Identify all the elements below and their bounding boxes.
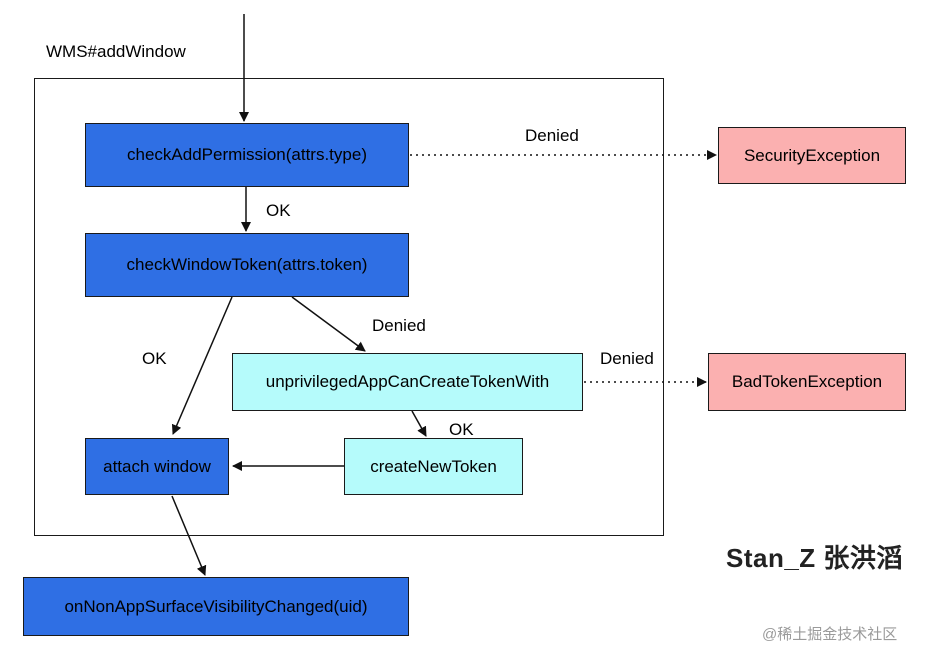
edge-token-ok <box>171 296 233 435</box>
label-unprivileged-ok: OK <box>449 420 474 439</box>
node-on-non-app-surface-visibility-changed: onNonAppSurfaceVisibilityChanged(uid) <box>23 577 409 636</box>
site-watermark: @稀土掘金技术社区 <box>762 626 898 643</box>
node-bad-token-exception: BadTokenException <box>708 353 906 411</box>
node-check-window-token: checkWindowToken(attrs.token) <box>85 233 409 297</box>
label-permission-ok: OK <box>266 201 291 220</box>
edge-attach-to-visibility <box>171 495 207 576</box>
node-security-exception: SecurityException <box>718 127 906 184</box>
node-unprivileged-app-can-create-token: unprivilegedAppCanCreateTokenWith <box>232 353 583 411</box>
edge-token-denied <box>291 296 366 352</box>
author-watermark: Stan_Z 张洪滔 <box>726 543 903 573</box>
node-check-add-permission: checkAddPermission(attrs.type) <box>85 123 409 187</box>
node-attach-window: attach window <box>85 438 229 495</box>
node-create-new-token: createNewToken <box>344 438 523 495</box>
diagram-title: WMS#addWindow <box>46 42 186 61</box>
addwindow-frame <box>34 78 664 536</box>
label-permission-denied: Denied <box>525 126 579 145</box>
edge-unprivileged-ok <box>411 410 427 437</box>
label-unprivileged-denied: Denied <box>600 349 654 368</box>
label-token-ok: OK <box>142 349 167 368</box>
label-token-denied: Denied <box>372 316 426 335</box>
